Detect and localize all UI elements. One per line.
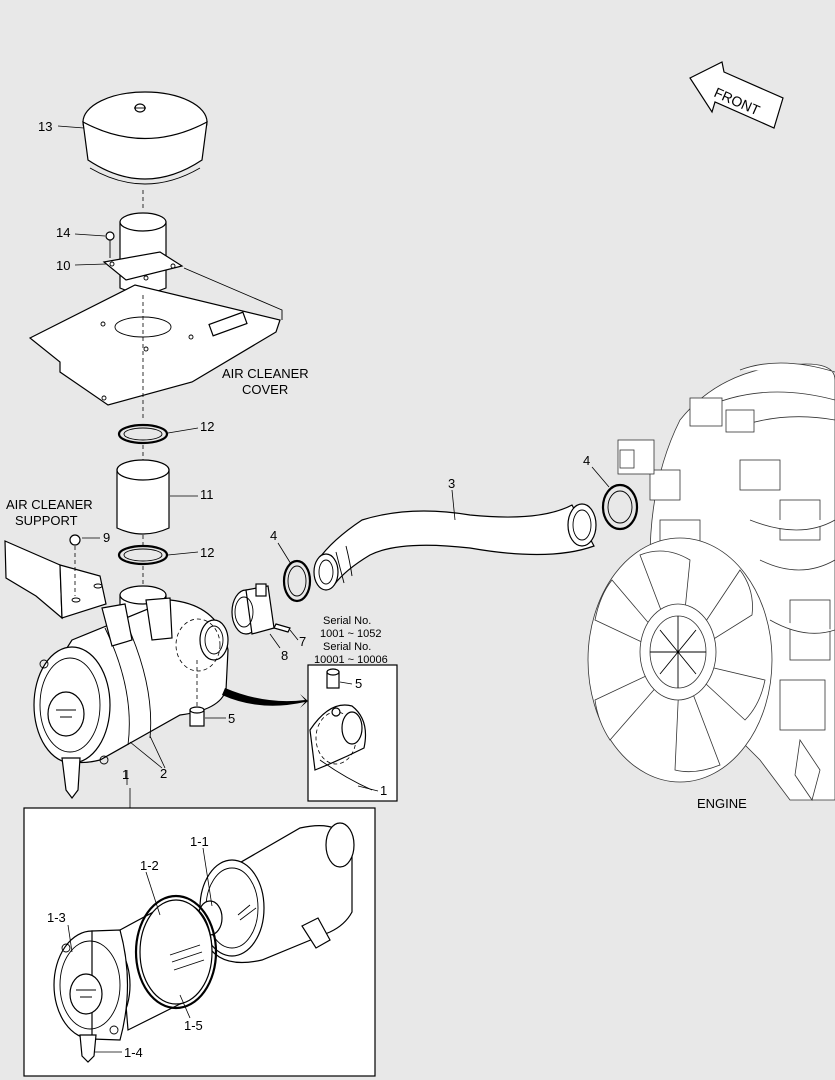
callout-2: 2	[160, 766, 167, 781]
callout-3: 3	[448, 476, 455, 491]
serial-note-line-4: 10001 ~ 10006	[314, 654, 388, 666]
air-cleaner-support-label-1: AIR CLEANER	[6, 497, 93, 512]
callout-12-upper: 12	[200, 419, 214, 434]
hose-part-11	[116, 459, 170, 535]
air-cleaner-support-label-2: SUPPORT	[15, 513, 78, 528]
callout-12-lower: 12	[200, 545, 214, 560]
serial-note-line-2: 1001 ~ 1052	[320, 628, 381, 640]
front-arrow: FRONT	[689, 61, 784, 129]
callout-13: 13	[38, 119, 52, 134]
callout-1-4: 1-4	[124, 1045, 143, 1060]
callout-5-main: 5	[228, 711, 235, 726]
sensor-part-5-main	[189, 706, 205, 727]
clamp-part-12-upper	[117, 423, 169, 445]
callout-1-1: 1-1	[190, 834, 209, 849]
housing-part-1-1	[197, 822, 355, 964]
inset-pointer-arrow	[222, 688, 308, 708]
bolt-part-9	[69, 534, 81, 596]
sensor-part-5-inset	[326, 668, 340, 689]
intake-hose-part-3	[313, 503, 597, 591]
serial-note-line-1: Serial No.	[323, 615, 371, 627]
air-cleaner-cover-label-2: COVER	[242, 382, 288, 397]
flange-pipe-part-10	[102, 212, 184, 294]
callout-1-main: 1	[122, 767, 129, 782]
callout-10: 10	[56, 258, 70, 273]
clamp-part-4-left	[282, 559, 312, 603]
air-cleaner-support-bracket	[4, 540, 107, 620]
engine-label: ENGINE	[697, 796, 747, 811]
bolt-part-14	[105, 231, 115, 258]
drain-valve-part-1-4	[79, 1034, 97, 1063]
air-cleaner-assembly-part-1	[33, 585, 229, 799]
cooling-fan	[587, 537, 773, 783]
clamp-part-4-right	[601, 483, 639, 531]
callout-1-2: 1-2	[140, 858, 159, 873]
callout-4-left: 4	[270, 528, 277, 543]
callout-8: 8	[281, 648, 288, 663]
serial-note-line-3: Serial No.	[323, 641, 371, 653]
callout-4-right: 4	[583, 453, 590, 468]
callout-1-3: 1-3	[47, 910, 66, 925]
air-cleaner-cover-plate	[28, 267, 283, 406]
clamp-part-12-lower	[117, 544, 169, 566]
callout-1-inset: 1	[380, 783, 387, 798]
air-cleaner-cover-label-1: AIR CLEANER	[222, 366, 309, 381]
cap-part-13	[82, 91, 208, 185]
callout-9: 9	[103, 530, 110, 545]
cover-part-1-3	[53, 929, 131, 1041]
callout-5-inset: 5	[355, 676, 362, 691]
inset-housing-detail	[309, 704, 373, 791]
callout-7: 7	[299, 634, 306, 649]
screw-part-7	[273, 623, 291, 633]
callout-1-5: 1-5	[184, 1018, 203, 1033]
callout-14: 14	[56, 225, 70, 240]
filter-element-part-1-2	[119, 894, 218, 1031]
maf-sensor-part-8	[231, 583, 275, 635]
callout-11: 11	[200, 487, 214, 502]
